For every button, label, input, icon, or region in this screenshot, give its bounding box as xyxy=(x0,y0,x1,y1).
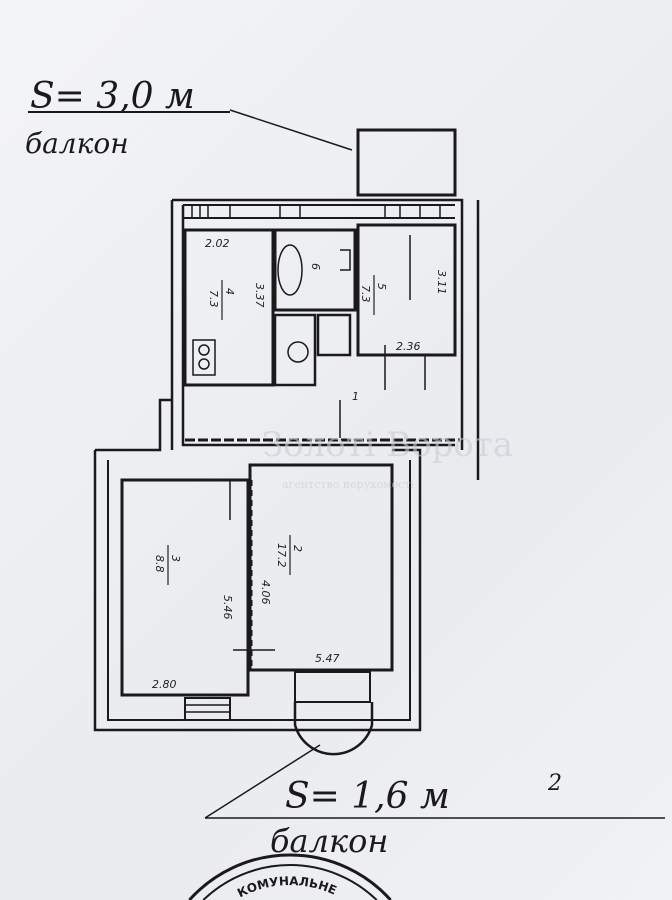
top-balcony-area: S= 3,0 м xyxy=(30,76,195,117)
room-2-width: 5.47 xyxy=(315,652,340,665)
top-balcony-label: балкон xyxy=(25,127,129,160)
svg-text:7.3: 7.3 xyxy=(359,285,372,303)
room-4-label: 4 7.3 xyxy=(207,280,236,320)
room-2-length: 4.06 xyxy=(259,580,272,605)
top-balcony xyxy=(356,128,457,197)
bottom-balcony-area: S= 1,6 м xyxy=(285,776,450,817)
watermark-title: Золоті Ворота xyxy=(262,425,513,465)
official-stamp: КОМУНАЛЬНЕ xyxy=(188,853,392,900)
svg-text:КОМУНАЛЬНЕ: КОМУНАЛЬНЕ xyxy=(235,874,339,900)
svg-text:5: 5 xyxy=(375,283,388,290)
room-2-outline xyxy=(248,463,394,672)
watermark-subtitle: агентство нерухомості xyxy=(282,478,414,491)
svg-text:7.3: 7.3 xyxy=(207,290,220,308)
svg-text:8.8: 8.8 xyxy=(153,555,166,573)
bottom-balcony xyxy=(293,702,374,756)
walls xyxy=(93,109,665,819)
svg-text:3: 3 xyxy=(169,555,182,562)
svg-text:17.2: 17.2 xyxy=(275,543,288,568)
bottom-balcony-area-sup: 2 xyxy=(547,771,562,796)
svg-text:2: 2 xyxy=(291,545,304,552)
room-2-label: 2 17.2 xyxy=(275,535,304,575)
svg-text:4: 4 xyxy=(223,288,236,295)
room-5-length: 3.11 xyxy=(435,270,448,295)
room-4-length: 3.37 xyxy=(253,283,266,308)
room-bath-label: 6 xyxy=(309,263,322,270)
room-5-width: 2.36 xyxy=(396,340,421,353)
room-4-width: 2.02 xyxy=(205,237,230,250)
room-5-label: 5 7.3 xyxy=(359,275,388,315)
stamp-text: КОМУНАЛЬНЕ xyxy=(235,874,339,900)
room-3-outline xyxy=(120,478,250,697)
room-3-label: 3 8.8 xyxy=(153,545,182,585)
corridor-label: 1 xyxy=(352,390,359,403)
room-3-width: 2.80 xyxy=(152,678,177,691)
room-3-length: 5.46 xyxy=(221,595,234,620)
